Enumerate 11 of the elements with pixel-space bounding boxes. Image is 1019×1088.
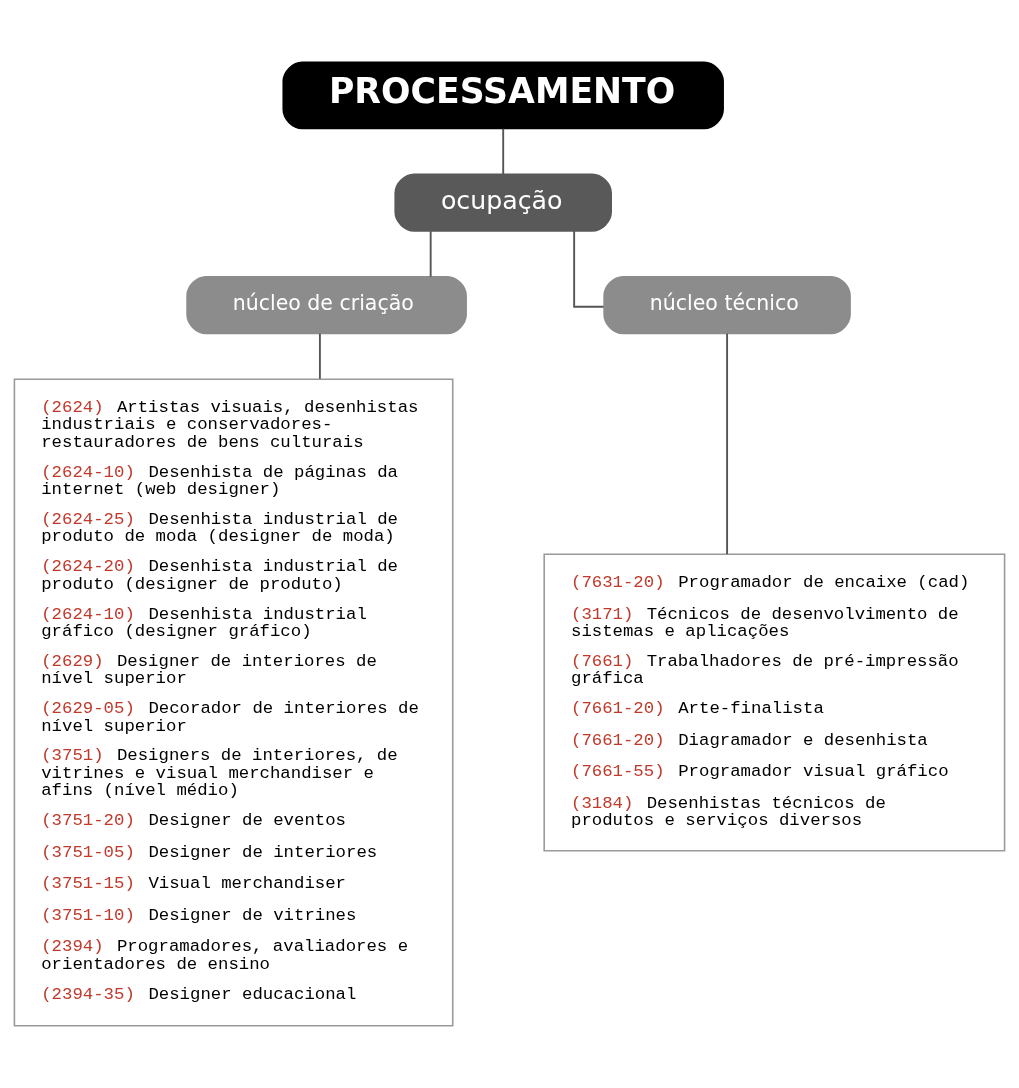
- node-box: (7631-20) Programador de encaixe (cad) (3171) Técnicos de desenvolvimento de sistemas e aplicações (7661) Trabalhadores de pré-impressão gráfica (7661-20) Arte-finalista (7661-20) Diagramador e desenhista (7661-55) Programador visual gráfico (3184) Desenhistas técnicos de produtos e serviços diversos: [543, 553, 1006, 852]
- node-box: PROCESSAMENTO: [282, 61, 724, 130]
- node-box: ocupação: [394, 173, 612, 232]
- node-box: núcleo técnico: [603, 275, 851, 335]
- connector: [726, 332, 729, 556]
- connector: [502, 127, 505, 175]
- connector: [573, 230, 605, 308]
- node-box: (2624) Artistas visuais, desenhistas industriais e conservadores-restauradores de bens culturais (2624-10) Desenhista de páginas da internet (web designer) (2624-25) Desenhista industrial de produto de moda (designer de moda) (2624-20) Desenhista industrial de produto (designer de produto) (2624-10) Desenhista industrial gráfico (designer gráfico) (2629) Designer de interiores de nível superior (2629-05) Decorador de interiores de nível superior (3751) Designers de interiores, de vitrines e visual merchandiser e afins (nível médio) (3751-20) Designer de eventos (3751-05) Designer de interiores (3751-15) Visual merchandiser (3751-10) Designer de vitrines (2394) Programadores, avaliadores e orientadores de ensino (2394-35) Designer educacional: [13, 378, 454, 1027]
- connector: [318, 332, 321, 380]
- node-box: núcleo de criação: [186, 275, 467, 335]
- connector: [429, 230, 432, 278]
